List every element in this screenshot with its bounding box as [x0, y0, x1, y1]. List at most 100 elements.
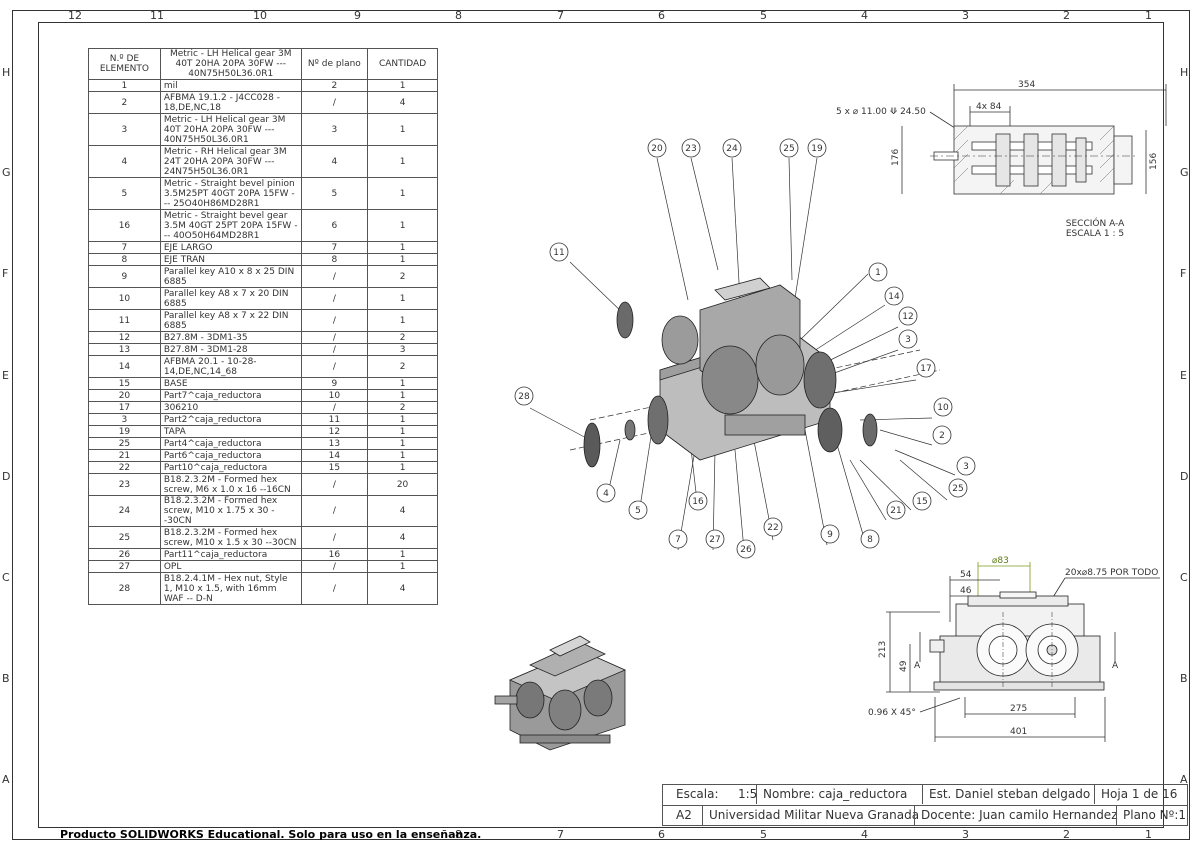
balloon-1: 1: [875, 268, 881, 278]
section-dim-156: 156: [1149, 153, 1159, 170]
zone-bottom-4: 4: [861, 828, 868, 841]
bom-cell-item: 12: [88, 331, 161, 344]
bom-cell-plan: 7: [300, 241, 369, 254]
zone-top-3: 3: [962, 9, 969, 22]
bom-cell-desc: AFBMA 20.1 - 10-28-14,DE,NC,14_68: [159, 355, 302, 378]
bom-cell-qty: 4: [367, 572, 438, 605]
zone-right-E: E: [1180, 369, 1187, 382]
front-dim-83: ⌀83: [992, 556, 1009, 566]
balloon-22: 22: [767, 523, 778, 533]
bom-cell-qty: 2: [367, 355, 438, 378]
bom-cell-desc: Parallel key A8 x 7 x 22 DIN 6885: [159, 309, 302, 332]
zone-bottom-7: 7: [557, 828, 564, 841]
bom-cell-qty: 2: [367, 401, 438, 414]
balloon-12: 12: [902, 312, 913, 322]
bom-cell-qty: 1: [367, 145, 438, 178]
zone-top-5: 5: [760, 9, 767, 22]
zone-right-D: D: [1180, 470, 1189, 483]
title-nombre: Nombre: caja_reductora: [756, 784, 915, 804]
zone-left-C: C: [2, 571, 10, 584]
bom-cell-desc: Part10^caja_reductora: [159, 461, 302, 474]
section-dim-176: 176: [891, 149, 901, 166]
bom-cell-item: 3: [88, 413, 161, 426]
zone-top-12: 12: [68, 9, 82, 22]
zone-top-1: 1: [1145, 9, 1152, 22]
title-plano: Plano Nº:1: [1116, 805, 1187, 825]
title-estudiante: Est. Daniel steban delgado: [922, 784, 1093, 804]
bom-cell-qty: 1: [367, 560, 438, 573]
bom-cell-qty: 4: [367, 91, 438, 114]
bom-cell-item: 8: [88, 253, 161, 266]
bom-cell-desc: B18.2.3.2M - Formed hex screw, M10 x 1.5…: [159, 526, 302, 549]
balloon-2: 2: [939, 431, 945, 441]
bom-cell-desc: Part6^caja_reductora: [159, 449, 302, 462]
balloon-4: 4: [603, 489, 609, 499]
bom-cell-plan: 13: [300, 437, 369, 450]
zone-top-2: 2: [1063, 9, 1070, 22]
balloon-24: 24: [726, 144, 738, 154]
bom-cell-plan: 5: [300, 177, 369, 210]
balloon-15: 15: [916, 497, 927, 507]
section-caption: SECCIÓN A-A ESCALA 1 : 5: [1040, 219, 1150, 239]
zone-right-B: B: [1180, 672, 1188, 685]
bom-cell-item: 17: [88, 401, 161, 414]
zone-top-4: 4: [861, 9, 868, 22]
bom-cell-plan: 8: [300, 253, 369, 266]
section-marker-right: A: [1112, 661, 1119, 671]
bom-cell-item: 5: [88, 177, 161, 210]
drawing-border-inner: [38, 22, 1164, 828]
front-dim-213: 213: [878, 641, 888, 658]
bom-cell-item: 19: [88, 425, 161, 438]
bom-cell-qty: 1: [367, 113, 438, 146]
front-dim-54: 54: [960, 570, 972, 580]
zone-bottom-8: 8: [455, 828, 462, 841]
zone-top-11: 11: [150, 9, 164, 22]
zone-top-7: 7: [557, 9, 564, 22]
front-dim-49: 49: [899, 660, 909, 672]
balloon-9: 9: [827, 530, 833, 540]
bom-cell-qty: 1: [367, 253, 438, 266]
bom-cell-desc: Part4^caja_reductora: [159, 437, 302, 450]
zone-right-G: G: [1180, 166, 1189, 179]
bom-cell-qty: 3: [367, 343, 438, 356]
bom-cell-item: 13: [88, 343, 161, 356]
bom-cell-item: 20: [88, 389, 161, 402]
bill-of-materials: N.º DE ELEMENTO Metric - LH Helical gear…: [88, 48, 438, 605]
balloon-20: 20: [651, 144, 663, 154]
zone-bottom-5: 5: [760, 828, 767, 841]
bom-cell-qty: 1: [367, 413, 438, 426]
bom-cell-desc: mil: [159, 79, 302, 92]
zone-bottom-6: 6: [658, 828, 665, 841]
bom-cell-plan: /: [300, 265, 369, 288]
bom-cell-qty: 1: [367, 461, 438, 474]
title-formato: A2: [676, 808, 692, 822]
title-hoja: Hoja 1 de 16: [1094, 784, 1187, 804]
section-dim-holes: 5 x ⌀ 11.00 ⟱ 24.50: [836, 107, 926, 117]
zone-left-E: E: [2, 369, 9, 382]
zone-right-H: H: [1180, 66, 1189, 79]
bom-cell-plan: /: [300, 473, 369, 496]
bom-cell-item: 26: [88, 548, 161, 561]
bom-cell-plan: /: [300, 309, 369, 332]
balloon-8: 8: [867, 535, 873, 545]
balloon-10: 10: [937, 403, 949, 413]
bom-cell-desc: B27.8M - 3DM1-28: [159, 343, 302, 356]
zone-bottom-3: 3: [962, 828, 969, 841]
bom-cell-qty: 1: [367, 377, 438, 390]
balloon-25: 25: [783, 144, 794, 154]
balloon-25b: 25: [952, 484, 963, 494]
title-escala-value: 1:5: [738, 787, 758, 801]
bom-cell-item: 4: [88, 145, 161, 178]
bom-cell-plan: /: [300, 572, 369, 605]
